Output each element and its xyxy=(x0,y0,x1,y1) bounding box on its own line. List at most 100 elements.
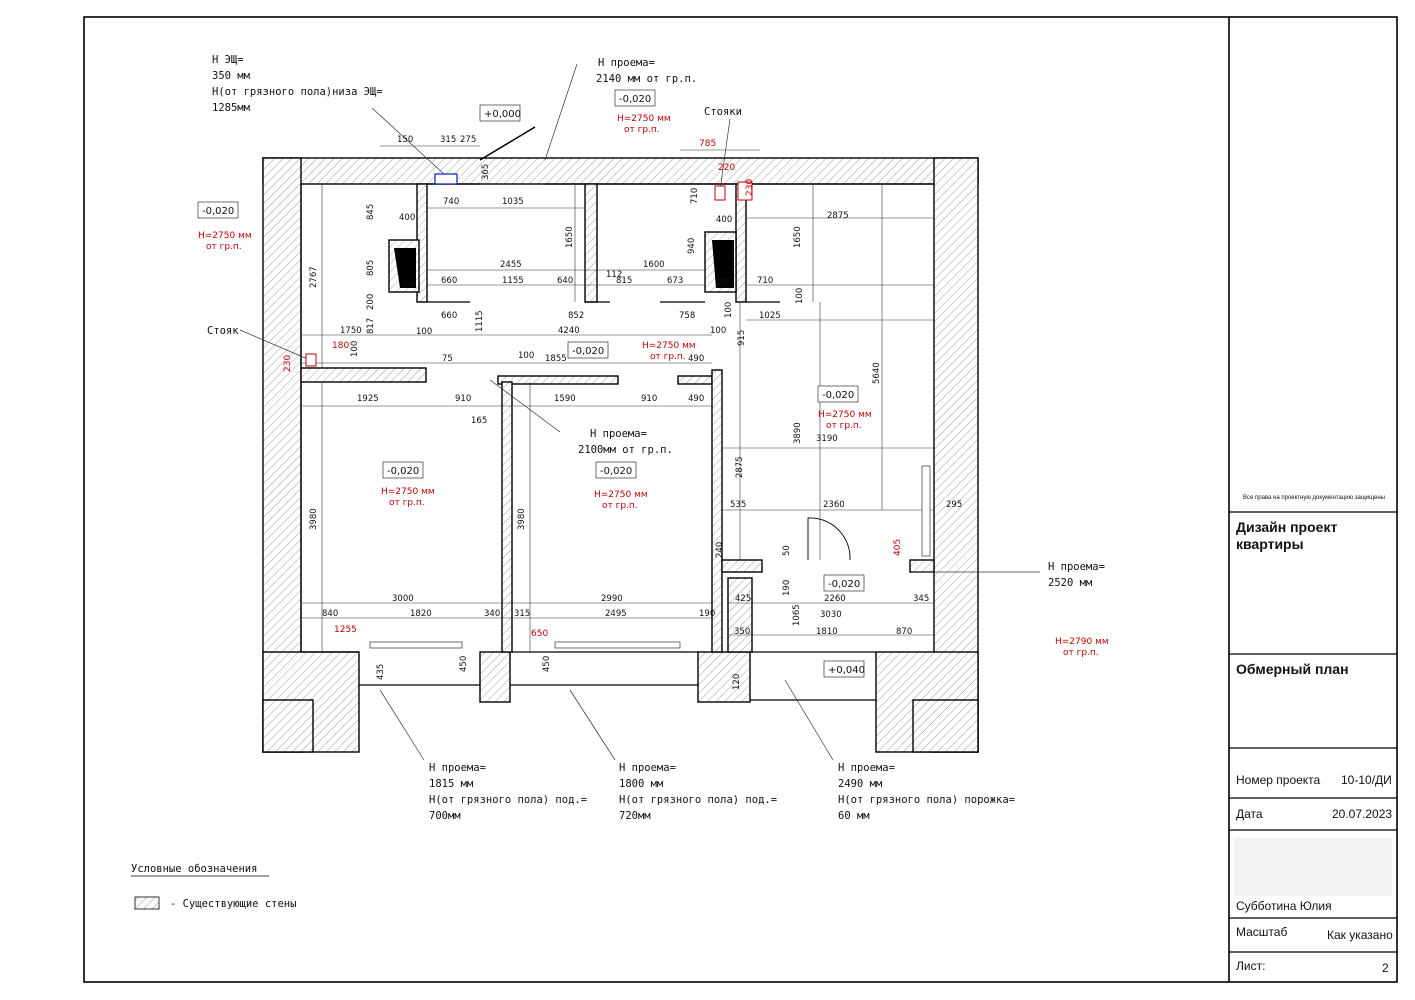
svg-text:Н проема=: Н проема= xyxy=(838,762,895,774)
svg-text:1025: 1025 xyxy=(759,311,781,321)
svg-text:240: 240 xyxy=(715,542,725,558)
svg-text:1855: 1855 xyxy=(545,354,567,364)
redacted-block xyxy=(1234,838,1392,896)
svg-text:3000: 3000 xyxy=(392,594,414,604)
svg-text:Н проема=: Н проема= xyxy=(619,762,676,774)
window-sill-2 xyxy=(554,641,681,649)
svg-text:Все права на проектную докумен: Все права на проектную документацию защи… xyxy=(1243,495,1385,501)
svg-text:2140 мм от гр.п.: 2140 мм от гр.п. xyxy=(596,73,697,85)
svg-text:120: 120 xyxy=(732,674,742,690)
svg-text:100: 100 xyxy=(724,302,734,318)
svg-text:1815 мм: 1815 мм xyxy=(429,778,474,790)
svg-text:805: 805 xyxy=(366,260,376,276)
svg-text:от гр.п.: от гр.п. xyxy=(1063,648,1099,658)
svg-text:75: 75 xyxy=(442,354,453,364)
svg-text:700мм: 700мм xyxy=(429,810,461,822)
svg-text:-0,020: -0,020 xyxy=(600,466,632,477)
dimension-values: 150 315 275 365 740 1035 710 845 400 400… xyxy=(309,135,962,690)
svg-text:350 мм: 350 мм xyxy=(212,70,251,82)
svg-text:Н проема=: Н проема= xyxy=(590,428,647,440)
door-swing xyxy=(807,517,851,561)
svg-text:-0,020: -0,020 xyxy=(202,206,234,217)
svg-text:112: 112 xyxy=(606,270,622,280)
svg-text:640: 640 xyxy=(557,276,573,286)
existing-walls xyxy=(262,157,979,753)
svg-text:852: 852 xyxy=(568,311,584,321)
svg-text:1155: 1155 xyxy=(502,276,524,286)
note-window-2: Н проема= 1800 мм Н(от грязного пола) по… xyxy=(619,762,777,822)
svg-text:870: 870 xyxy=(896,627,912,637)
svg-text:Н(от грязного пола) под.=: Н(от грязного пола) под.= xyxy=(429,794,587,806)
svg-text:2767: 2767 xyxy=(309,266,319,288)
svg-text:Н проема=: Н проема= xyxy=(598,57,655,69)
svg-text:915: 915 xyxy=(737,330,747,346)
svg-text:940: 940 xyxy=(687,238,697,254)
svg-text:405: 405 xyxy=(893,539,903,556)
svg-text:100: 100 xyxy=(710,326,726,336)
title-block: Все права на проектную документацию защи… xyxy=(1228,17,1397,982)
svg-text:Номер проекта: Номер проекта xyxy=(1236,773,1321,787)
svg-text:340: 340 xyxy=(484,609,500,619)
svg-text:Н ЭЩ=: Н ЭЩ= xyxy=(212,54,244,66)
svg-text:от гр.п.: от гр.п. xyxy=(624,125,660,135)
svg-text:1925: 1925 xyxy=(357,394,379,404)
ceiling-heights: Н=2750 мм от гр.п. Н=2750 мм от гр.п. Н=… xyxy=(198,114,1109,658)
svg-text:Условные обозначения: Условные обозначения xyxy=(131,863,257,875)
svg-text:1650: 1650 xyxy=(793,226,803,248)
svg-text:840: 840 xyxy=(322,609,338,619)
svg-text:450: 450 xyxy=(459,656,469,672)
svg-text:от гр.п.: от гр.п. xyxy=(826,421,862,431)
svg-text:295: 295 xyxy=(946,500,962,510)
svg-text:100: 100 xyxy=(350,341,360,357)
note-risers-top: Стояки xyxy=(704,106,742,118)
svg-text:100: 100 xyxy=(416,327,432,337)
svg-text:Лист:: Лист: xyxy=(1236,959,1265,973)
svg-text:-0,020: -0,020 xyxy=(572,346,604,357)
svg-text:190: 190 xyxy=(782,580,792,596)
svg-text:315: 315 xyxy=(514,609,530,619)
svg-text:910: 910 xyxy=(455,394,471,404)
svg-text:845: 845 xyxy=(366,204,376,220)
svg-text:Масштаб: Масштаб xyxy=(1236,925,1287,939)
svg-text:2990: 2990 xyxy=(601,594,623,604)
svg-text:3190: 3190 xyxy=(816,434,838,444)
dimension-lines xyxy=(301,145,934,652)
window-sill-1 xyxy=(369,641,463,649)
svg-text:817: 817 xyxy=(366,318,376,334)
electrical-panel xyxy=(434,173,458,185)
svg-text:Как указано: Как указано xyxy=(1327,928,1393,942)
svg-text:230: 230 xyxy=(745,179,755,196)
svg-text:815: 815 xyxy=(616,276,632,286)
svg-text:Н проема=: Н проема= xyxy=(429,762,486,774)
svg-text:2875: 2875 xyxy=(735,456,745,478)
svg-text:150: 150 xyxy=(397,135,413,145)
svg-text:100: 100 xyxy=(518,351,534,361)
svg-text:740: 740 xyxy=(443,197,459,207)
svg-text:710: 710 xyxy=(690,188,700,204)
svg-text:490: 490 xyxy=(688,354,704,364)
svg-text:Дата: Дата xyxy=(1236,807,1263,821)
svg-text:Субботина Юлия: Субботина Юлия xyxy=(1236,899,1332,913)
svg-text:1600: 1600 xyxy=(643,260,665,270)
svg-text:Н=2750 мм: Н=2750 мм xyxy=(594,490,648,500)
svg-text:650: 650 xyxy=(531,629,548,639)
svg-text:660: 660 xyxy=(441,311,457,321)
svg-text:1115: 1115 xyxy=(475,310,485,332)
note-window-3: Н проема= 2490 мм Н(от грязного пола) по… xyxy=(838,762,1015,822)
svg-text:квартиры: квартиры xyxy=(1236,536,1304,552)
svg-text:Дизайн проект: Дизайн проект xyxy=(1236,519,1337,535)
svg-text:400: 400 xyxy=(399,213,415,223)
svg-text:20.07.2023: 20.07.2023 xyxy=(1332,807,1392,821)
svg-text:1800 мм: 1800 мм xyxy=(619,778,664,790)
window-sill-3 xyxy=(921,465,931,557)
radiator-label-left: ОВ xyxy=(403,280,416,290)
svg-text:50: 50 xyxy=(782,545,792,556)
svg-text:-0,020: -0,020 xyxy=(822,390,854,401)
note-door-mid: Н проема= 2100мм от гр.п. xyxy=(578,428,673,456)
entry-door-leaf xyxy=(479,126,536,161)
svg-text:1750: 1750 xyxy=(340,326,362,336)
svg-text:275: 275 xyxy=(460,135,476,145)
svg-text:220: 220 xyxy=(718,163,735,173)
radiator-label-right: ОВ xyxy=(716,278,729,288)
svg-text:Н=2750 мм: Н=2750 мм xyxy=(818,410,872,420)
